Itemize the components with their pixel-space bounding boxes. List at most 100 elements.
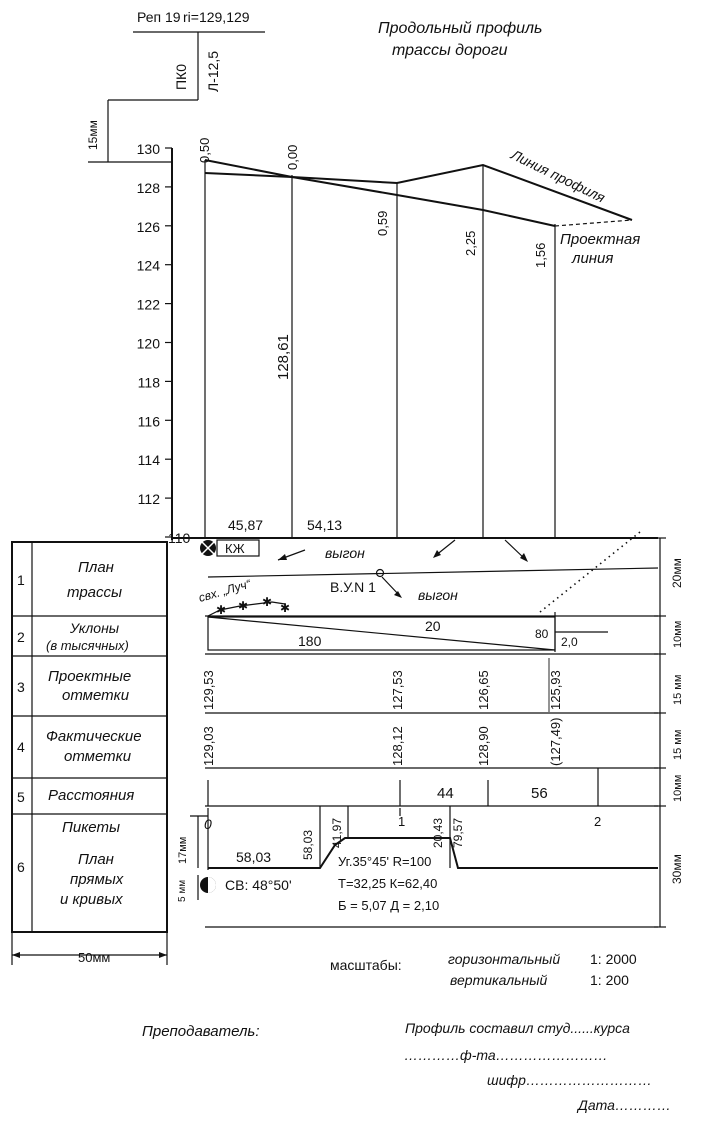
ground-profile-line xyxy=(204,159,633,221)
benchmark-value: ri=129,129 xyxy=(183,9,250,25)
row-3-line-1: Проектные xyxy=(48,668,131,685)
y-tick-label-122: 122 xyxy=(137,297,161,313)
station-mark-3: 2,25 xyxy=(463,231,478,256)
l-label: Л-12,5 xyxy=(205,51,221,92)
curve-len-3: 41,97 xyxy=(330,818,344,848)
composed-label: Профиль составил студ......курса xyxy=(405,1020,630,1036)
vygon-label-2: выгон xyxy=(418,587,458,603)
date-label: Дата………… xyxy=(576,1097,671,1113)
dim-30mm-label: 30мм xyxy=(670,854,684,884)
curve-len-5: 79,57 xyxy=(451,818,465,848)
row-num-4: 4 xyxy=(17,739,25,755)
row-6-line-1: Пикеты xyxy=(62,819,120,836)
right-dim-ticks xyxy=(654,537,666,928)
station-mark-1: 0,00 xyxy=(285,145,300,170)
row-header-table xyxy=(11,541,168,933)
design-line-label-2: линия xyxy=(571,250,613,267)
slope-diagonal xyxy=(207,616,556,651)
scale-vertical-value: 1: 200 xyxy=(590,972,629,988)
dim-15mm-label-a: 15 мм xyxy=(672,675,684,705)
curve-angle-label: Уг.35°45' R=100 xyxy=(338,854,431,869)
row-2-line-1: Уклоны xyxy=(69,620,120,636)
y-tick-label-120: 120 xyxy=(137,336,161,352)
faculty-label: …………ф-та…………………… xyxy=(404,1047,608,1063)
cipher-label: шифр……………………… xyxy=(487,1072,652,1088)
length-label-1: 45,87 xyxy=(228,517,263,533)
station-mark-2: 0,59 xyxy=(375,211,390,236)
actual-mark-3: 128,90 xyxy=(476,726,491,766)
title-line-2: трассы дороги xyxy=(392,42,508,59)
y-tick-label-112: 112 xyxy=(138,491,161,507)
arrow-mid-icon xyxy=(433,550,441,558)
kj-symbol-cross-b xyxy=(201,541,215,555)
design-line-label-1: Проектная xyxy=(560,231,640,248)
distance-2: 56 xyxy=(531,785,548,802)
scale-vertical-label: вертикальный xyxy=(450,972,548,988)
y-tick-label-118: 118 xyxy=(138,374,161,390)
dim-15mm-label: 15мм xyxy=(86,120,100,150)
row-6-line-3: прямых xyxy=(70,871,124,888)
dim-50mm-label: 50мм xyxy=(78,950,110,965)
length-label-2: 54,13 xyxy=(307,517,342,533)
arrow-right-icon xyxy=(520,553,528,562)
actual-mark-2: 128,12 xyxy=(390,726,405,766)
y-tick-label-128: 128 xyxy=(137,180,161,196)
y-tick-label-130: 130 xyxy=(137,141,161,157)
elevation-label: 128,61 xyxy=(275,334,292,380)
dim-5mm-label: 5 мм xyxy=(177,880,188,902)
slope-value-3: 80 xyxy=(535,627,549,641)
plan-dotted-line xyxy=(539,531,641,613)
y-tick-label-116: 116 xyxy=(138,413,161,429)
kj-box xyxy=(216,539,260,557)
arrow-left-icon xyxy=(278,554,287,560)
station-mark-0: 0,50 xyxy=(197,138,212,163)
scales-label: масштабы: xyxy=(330,957,402,973)
row-num-2: 2 xyxy=(17,629,25,645)
ground-line-label: Линия профиля xyxy=(508,146,608,206)
slope-value-2: 20 xyxy=(425,618,441,634)
curve-len-1: 58,03 xyxy=(236,849,271,865)
scale-horizontal-value: 1: 2000 xyxy=(590,951,637,967)
design-profile-line xyxy=(204,172,556,227)
dim-10mm-label-b: 10мм xyxy=(672,775,684,802)
scale-horizontal-label: горизонтальный xyxy=(448,951,560,967)
teacher-label: Преподаватель: xyxy=(142,1023,259,1040)
direction-symbol-half xyxy=(208,877,216,893)
village-star-2: ✱ xyxy=(238,599,248,613)
curve-len-2: 58,03 xyxy=(301,830,315,860)
row-6-line-2: План xyxy=(78,851,114,868)
row-5-line-1: Расстояния xyxy=(48,787,134,804)
curve-len-4: 20,43 xyxy=(431,818,445,848)
dim-17mm-label: 17мм xyxy=(177,837,189,864)
design-mark-1: 129,53 xyxy=(201,670,216,710)
row-6-line-4: и кривых xyxy=(60,891,123,908)
row-num-5: 5 xyxy=(17,789,25,805)
row-4-line-1: Фактические xyxy=(46,728,142,745)
row-num-3: 3 xyxy=(17,679,25,695)
station-mark-4: 1,56 xyxy=(533,243,548,268)
actual-mark-1: 129,03 xyxy=(201,726,216,766)
title-line-1: Продольный профиль xyxy=(378,20,542,37)
row-num-6: 6 xyxy=(17,859,25,875)
curve-tangent-label: Т=32,25 К=62,40 xyxy=(338,876,437,891)
y-tick-label-124: 124 xyxy=(137,258,161,274)
dim-15mm-label-b: 15 мм xyxy=(672,730,684,760)
bearing-label: СВ: 48°50' xyxy=(225,877,292,893)
plan-road-line xyxy=(207,567,659,578)
row-1-line-2: трассы xyxy=(67,584,122,601)
design-line-extension xyxy=(554,219,633,227)
y-tick-label-126: 126 xyxy=(137,219,161,235)
design-mark-3: 126,65 xyxy=(476,670,491,710)
row-num-1: 1 xyxy=(17,572,25,588)
kj-label: КЖ xyxy=(225,541,245,556)
distance-1: 44 xyxy=(437,785,454,802)
y-tick-label-114: 114 xyxy=(138,452,161,468)
actual-mark-4: (127,49) xyxy=(548,718,563,766)
slope-value-1: 180 xyxy=(298,633,322,649)
design-mark-4: 125,93 xyxy=(548,670,563,710)
benchmark-label: Реп 19 xyxy=(137,9,181,25)
dim-50mm-arrow-right xyxy=(159,952,167,958)
village-star-4: ✱ xyxy=(280,601,290,615)
